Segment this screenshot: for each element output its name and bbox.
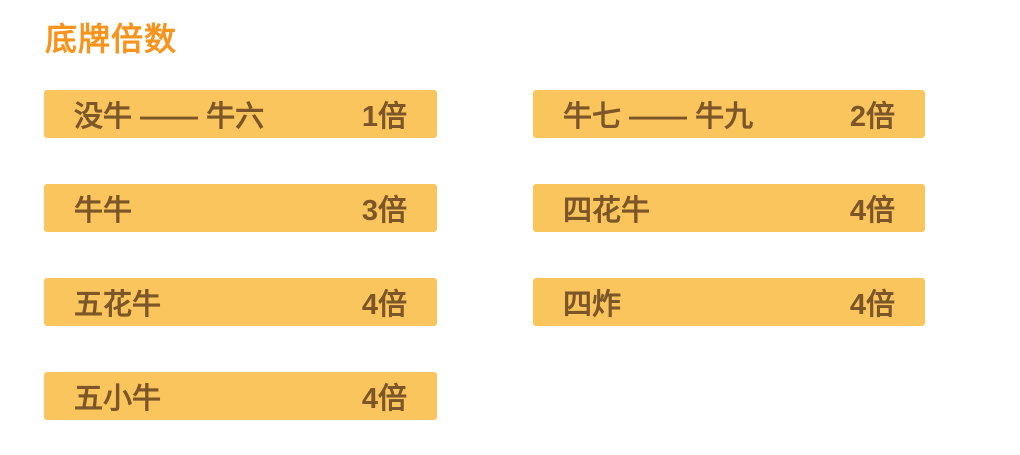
multiplier-column-left: 没牛 —— 牛六 1倍 牛牛 3倍 五花牛 4倍 五小牛 4倍 (44, 90, 437, 420)
multiplier-value: 1倍 (361, 101, 407, 133)
multiplier-value: 3倍 (361, 195, 407, 227)
multiplier-row: 牛七 —— 牛九 2倍 (533, 90, 925, 138)
multiplier-value: 4倍 (849, 289, 895, 321)
multiplier-row: 四炸 4倍 (533, 278, 925, 326)
hand-type-label: 四花牛 (563, 195, 651, 227)
hand-type-label: 五小牛 (74, 383, 162, 415)
multiplier-row: 牛牛 3倍 (44, 184, 437, 232)
multiplier-value: 4倍 (849, 195, 895, 227)
multiplier-row: 五花牛 4倍 (44, 278, 437, 326)
multiplier-value: 4倍 (361, 289, 407, 321)
hand-type-label: 四炸 (563, 289, 622, 321)
hand-type-label: 没牛 —— 牛六 (74, 101, 265, 133)
multiplier-value: 2倍 (849, 101, 895, 133)
multiplier-row: 五小牛 4倍 (44, 372, 437, 420)
multiplier-row: 四花牛 4倍 (533, 184, 925, 232)
panel-title: 底牌倍数 (45, 21, 178, 57)
hand-type-label: 牛牛 (74, 195, 133, 227)
multiplier-value: 4倍 (361, 383, 407, 415)
hand-type-label: 五花牛 (74, 289, 162, 321)
hand-type-label: 牛七 —— 牛九 (563, 101, 754, 133)
multiplier-row: 没牛 —— 牛六 1倍 (44, 90, 437, 138)
multiplier-column-right: 牛七 —— 牛九 2倍 四花牛 4倍 四炸 4倍 (533, 90, 925, 326)
